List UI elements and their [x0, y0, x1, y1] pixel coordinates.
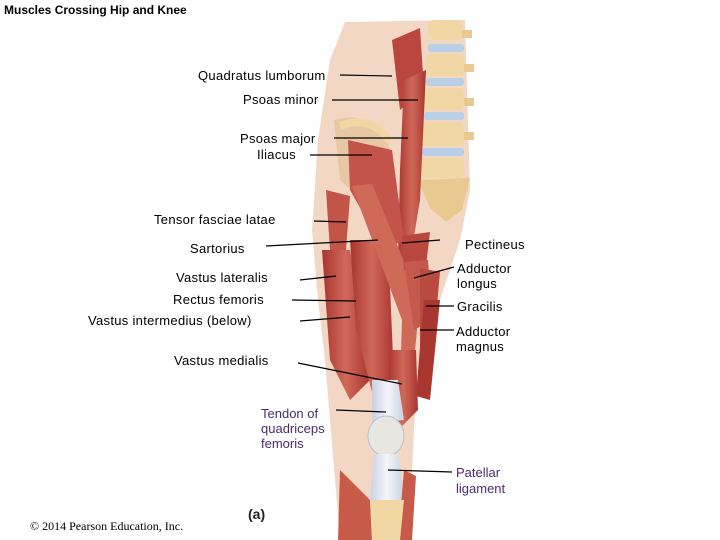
tensor-fasciae-latae: [326, 190, 350, 250]
label-tendon-1: Tendon of: [261, 406, 319, 421]
spine: [418, 20, 474, 222]
label-tensor-fasciae-latae: Tensor fasciae latae: [154, 212, 276, 227]
label-sartorius: Sartorius: [190, 241, 245, 256]
vastus-lateralis: [322, 250, 370, 400]
label-adductor-magnus-1: Adductor: [456, 324, 511, 339]
patella: [367, 415, 405, 457]
label-psoas-minor: Psoas minor: [243, 92, 319, 107]
label-gracilis: Gracilis: [457, 299, 503, 314]
quadriceps-tendon: [372, 380, 404, 424]
label-patellar-1: Patellar: [456, 465, 501, 480]
label-pectineus: Pectineus: [465, 237, 525, 252]
label-quadratus-lumborum: Quadratus lumborum: [198, 68, 326, 83]
figure-sublabel: (a): [248, 506, 266, 522]
copyright-notice: © 2014 Pearson Education, Inc.: [30, 519, 184, 533]
label-adductor-longus-1: Adductor: [457, 261, 512, 276]
label-patellar-2: ligament: [456, 481, 506, 496]
label-vastus-lateralis: Vastus lateralis: [176, 270, 268, 285]
leader-lines: [265, 74, 455, 473]
label-psoas-major: Psoas major: [240, 131, 316, 146]
label-tendon-3: femoris: [261, 436, 304, 451]
label-vastus-intermedius: Vastus intermedius (below): [88, 313, 252, 328]
label-tendon-2: quadriceps: [261, 421, 325, 436]
adductor-magnus: [416, 300, 440, 400]
sartorius: [352, 184, 420, 386]
label-adductor-magnus-2: magnus: [456, 339, 505, 354]
label-vastus-medialis: Vastus medialis: [174, 353, 269, 368]
label-adductor-longus-2: longus: [457, 276, 498, 291]
psoas: [398, 70, 426, 262]
label-iliacus: Iliacus: [257, 147, 296, 162]
label-rectus-femoris: Rectus femoris: [173, 292, 264, 307]
rectus-femoris: [350, 240, 394, 392]
page-title: Muscles Crossing Hip and Knee: [4, 3, 187, 17]
patellar-ligament: [370, 454, 404, 500]
